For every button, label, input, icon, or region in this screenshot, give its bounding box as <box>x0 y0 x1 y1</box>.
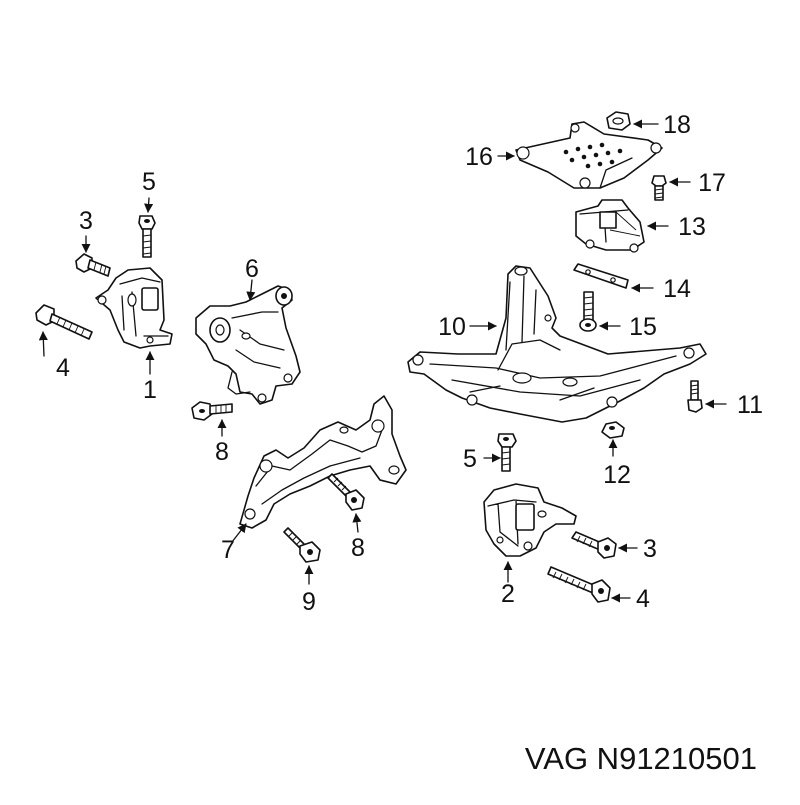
part-16-upper-plate <box>515 121 663 189</box>
part-3-bolt-left <box>75 253 111 277</box>
callout-3b: 3 <box>643 535 657 563</box>
callout-labels: 5 3 4 1 6 8 7 8 9 5 2 3 4 10 11 12 13 14… <box>56 111 763 616</box>
part-15-bolt <box>579 291 597 332</box>
callout-7: 7 <box>221 536 235 564</box>
callout-17: 17 <box>698 169 726 197</box>
part-13-mount <box>575 199 645 253</box>
part-11-bolt <box>687 380 703 413</box>
part-14-strip <box>573 263 629 289</box>
part-5-bolt-left <box>138 215 156 258</box>
arrow-4a <box>38 331 48 357</box>
part-5-bolt-right <box>497 433 517 472</box>
callout-3a: 3 <box>79 207 93 235</box>
callout-4a: 4 <box>56 354 70 382</box>
part-2-mount <box>483 483 577 557</box>
part-number-caption: VAG N91210501 <box>525 741 757 776</box>
callout-12: 12 <box>603 461 631 489</box>
callout-8b: 8 <box>351 534 365 562</box>
arrow-7 <box>231 523 247 543</box>
callout-14: 14 <box>663 275 691 303</box>
arrow-5a <box>144 197 154 213</box>
arrow-8b <box>352 513 362 533</box>
part-10-subframe <box>407 265 707 423</box>
callout-4b: 4 <box>636 585 650 613</box>
part-4-bolt-left <box>35 304 93 340</box>
callout-9: 9 <box>302 588 316 616</box>
callout-10: 10 <box>438 313 466 341</box>
part-6-bracket <box>195 285 301 405</box>
part-4-bolt-right <box>547 566 611 603</box>
part-7-bracket <box>239 395 407 529</box>
callout-15: 15 <box>629 313 657 341</box>
callout-16: 16 <box>465 143 493 171</box>
callout-6: 6 <box>245 255 259 283</box>
callout-arrows <box>38 119 727 603</box>
callout-8a: 8 <box>215 438 229 466</box>
callout-2: 2 <box>501 580 515 608</box>
callout-5b: 5 <box>463 445 477 473</box>
callout-5a: 5 <box>142 168 156 196</box>
part-12-nut <box>601 421 625 439</box>
part-17-bolt <box>651 175 667 201</box>
part-8-bolt-left <box>191 401 233 421</box>
callout-1: 1 <box>143 376 157 404</box>
part-18-nut <box>606 111 631 131</box>
part-1-mount <box>95 267 173 349</box>
callout-13: 13 <box>678 213 706 241</box>
part-3-bolt-right <box>571 531 617 559</box>
callout-11: 11 <box>737 391 763 419</box>
callout-18: 18 <box>663 111 691 139</box>
arrow-6 <box>246 279 256 301</box>
part-9-bolt <box>283 527 321 563</box>
part-8-bolt-center <box>327 473 365 511</box>
